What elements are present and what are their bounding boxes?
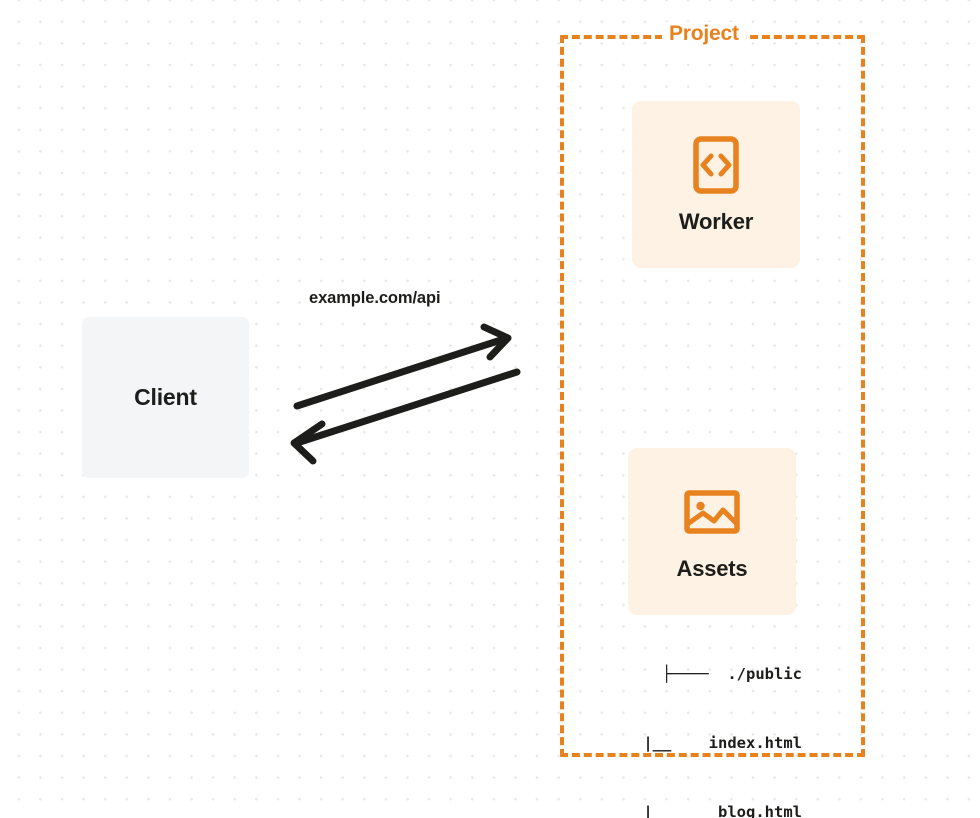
file-tree-row: |__ index.html xyxy=(624,734,802,752)
project-title: Project xyxy=(662,22,746,46)
file-tree-row: ├──── ./public xyxy=(662,665,802,683)
assets-file-tree: ├──── ./public |__ index.html |__ blog.h… xyxy=(600,617,802,818)
client-node: Client xyxy=(82,317,249,478)
worker-card-label: Worker xyxy=(678,208,754,234)
request-arrow xyxy=(293,323,512,410)
edge-label-url: example.com/api xyxy=(309,289,441,307)
response-arrow xyxy=(290,368,521,465)
worker-card[interactable]: Worker xyxy=(632,101,800,268)
client-label: Client xyxy=(134,384,197,410)
code-brackets-icon xyxy=(693,135,739,194)
file-tree-row: |__ blog.html xyxy=(624,803,802,818)
assets-card-label: Assets xyxy=(676,555,748,581)
assets-card[interactable]: Assets xyxy=(628,448,796,615)
image-icon xyxy=(684,489,740,534)
